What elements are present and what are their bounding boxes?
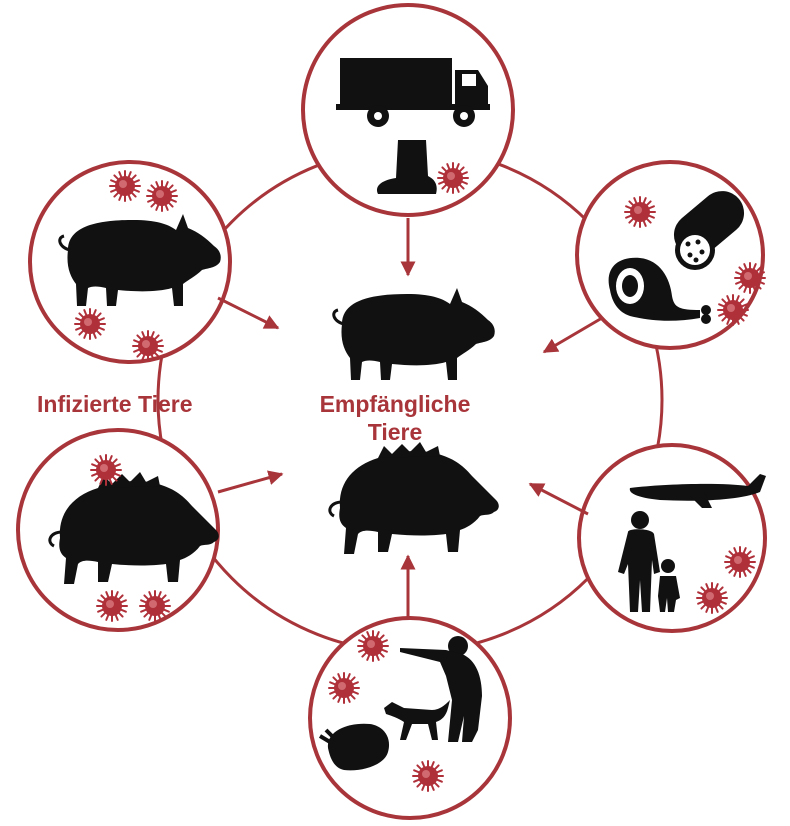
virus-icon [437, 162, 469, 194]
virus-icon [139, 590, 171, 622]
virus-icon [74, 308, 106, 340]
arrow-travel [528, 482, 589, 516]
virus-icon [624, 196, 656, 228]
virus-icon [328, 672, 360, 704]
arrows [217, 218, 603, 620]
airplane-icon [629, 474, 766, 508]
label-susceptible-line1: Empfängliche [319, 391, 471, 417]
node-infected-wild-boar [16, 428, 221, 632]
node-hunting [308, 616, 512, 820]
center-wild-boar-icon [328, 440, 501, 556]
ham-icon [608, 257, 711, 324]
virus-icon [96, 590, 128, 622]
virus-icon [90, 454, 122, 486]
hunter-icon [400, 636, 482, 742]
node-infected-pig [28, 160, 232, 364]
virus-icon [696, 582, 728, 614]
virus-icon [146, 180, 178, 212]
label-infected-animals: Infizierte Tiere [37, 391, 193, 417]
boot-icon [376, 140, 437, 194]
adult-child-icon [618, 511, 680, 612]
arrow-pig [217, 296, 280, 330]
node-meat-products [575, 160, 766, 350]
virus-icon [357, 630, 389, 662]
center-pig-icon [332, 286, 497, 382]
node-transport [301, 3, 515, 217]
node-travel [577, 443, 767, 633]
virus-icon [132, 330, 164, 362]
dog-icon [384, 700, 450, 740]
dead-boar-icon [318, 723, 390, 771]
virus-icon [412, 760, 444, 792]
sausage-icon [673, 191, 745, 270]
arrow-wild-boar [217, 470, 284, 494]
arrow-meat [542, 316, 603, 354]
virus-icon [109, 170, 141, 202]
label-susceptible-animals: Empfängliche Tiere [0, 390, 790, 446]
truck-icon [336, 58, 490, 127]
virus-icon [734, 262, 766, 294]
label-susceptible-line2: Tiere [367, 419, 423, 445]
virus-icon [717, 294, 749, 326]
virus-icon [724, 546, 756, 578]
